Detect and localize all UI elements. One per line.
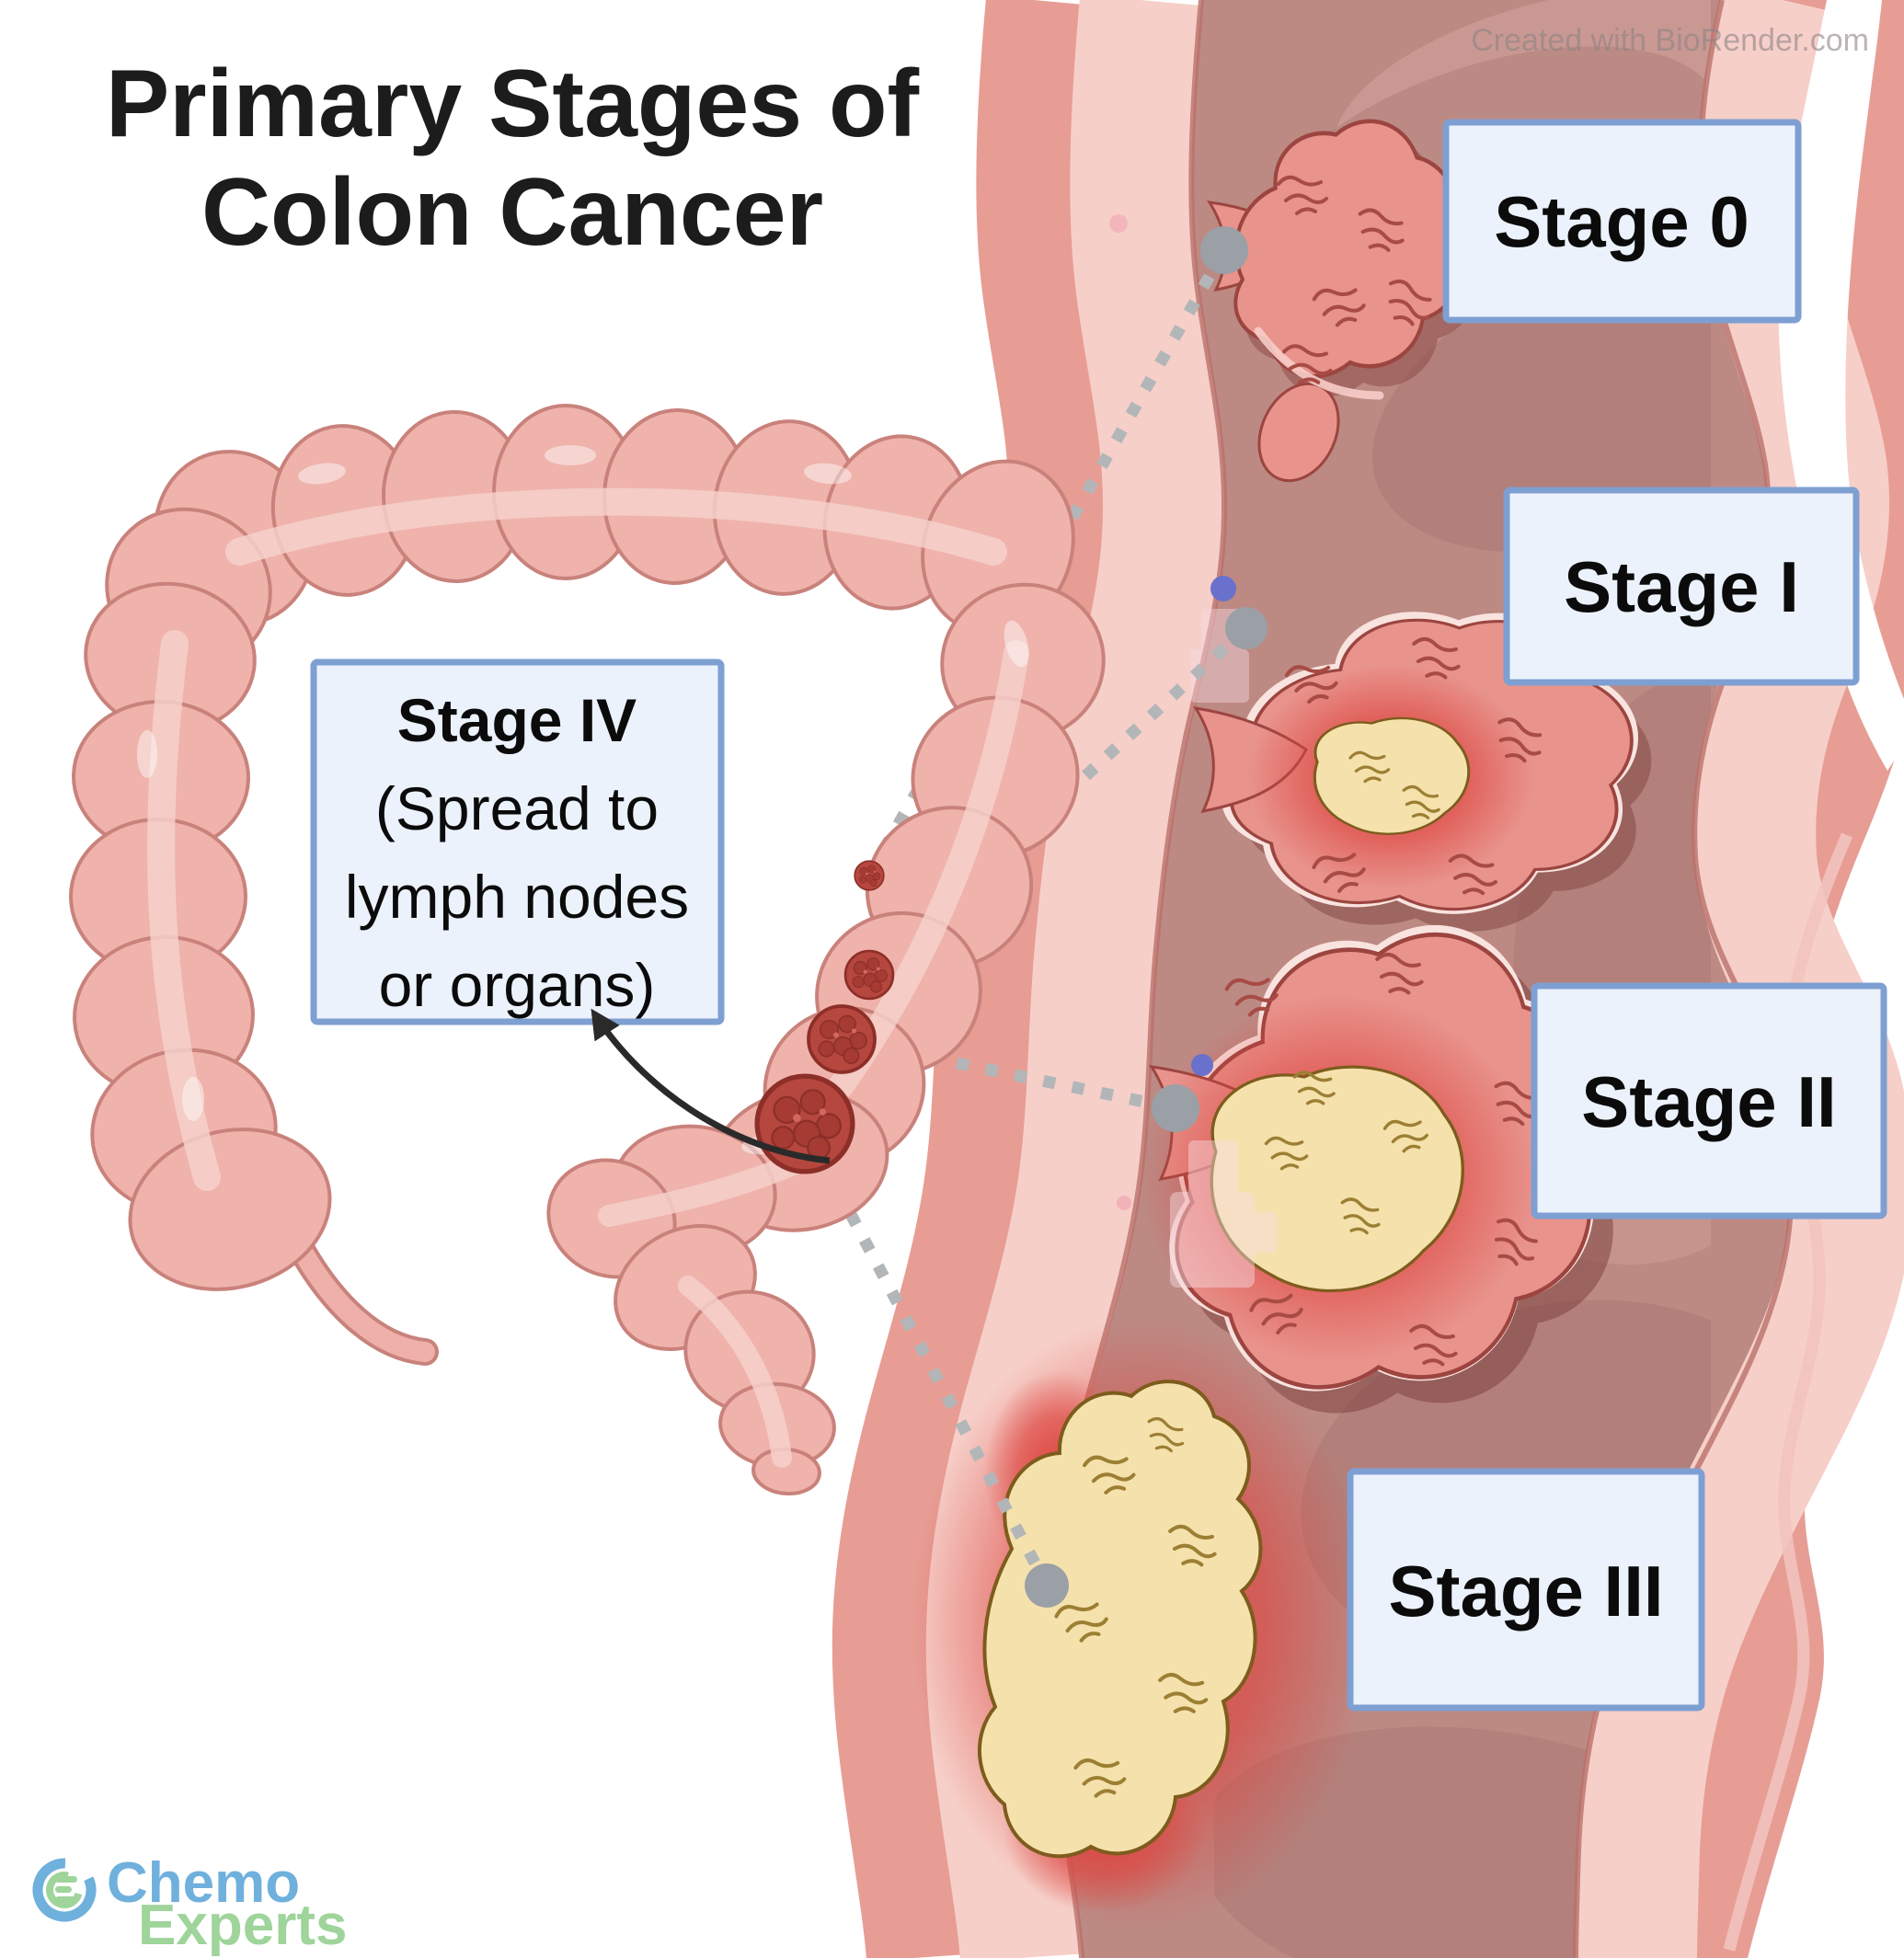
logo-text-experts: Experts <box>138 1894 347 1957</box>
chemoexperts-logo-icon <box>32 1858 97 1922</box>
stage-4-label-box: Stage IV (Spread to lymph nodes or organ… <box>310 658 725 1025</box>
colon-wall-cross-section <box>832 0 1904 1958</box>
colon-highlight-bands <box>147 487 1029 1468</box>
left-wall-outer <box>832 0 1106 1958</box>
stage-2-label: Stage II <box>1581 1061 1836 1142</box>
right-wall-highlight-band <box>1778 0 1904 771</box>
stage-4-label-line3: lymph nodes <box>345 863 689 931</box>
stage-1-label: Stage I <box>1564 546 1799 627</box>
stage-1-label-box: Stage I <box>1503 487 1860 686</box>
stage-1-polyp <box>1192 598 1662 941</box>
stage-0-label-box: Stage 0 <box>1442 119 1802 324</box>
page-title-line2: Colon Cancer <box>201 159 823 266</box>
gray-dot-stage2 <box>1152 1084 1199 1132</box>
gray-dot-stage3 <box>1025 1563 1069 1608</box>
stage-3-tumor <box>911 1320 1371 1927</box>
chemoexperts-logo: Chemo Experts <box>32 1851 347 1957</box>
appendix <box>284 1227 435 1362</box>
purple-dot-stage1 <box>1210 576 1236 601</box>
stage-2-label-box: Stage II <box>1531 982 1887 1219</box>
stage-4-label-line1: Stage IV <box>397 686 637 754</box>
connector-dots <box>1025 214 1267 1608</box>
colon-illustration <box>69 404 1106 1496</box>
stage-0-label: Stage 0 <box>1494 181 1749 262</box>
tumor-spot-1 <box>854 860 885 891</box>
stage-3-label: Stage III <box>1388 1551 1663 1632</box>
tumor-spot-2 <box>843 949 895 1001</box>
tumor-spot-3 <box>807 1004 877 1074</box>
dashed-line-stage3 <box>804 1132 1052 1589</box>
title: Primary Stages of Colon Cancer <box>106 51 920 266</box>
stage-4-label-line2: (Spread to <box>375 774 659 842</box>
pink-dot-stage0 <box>1109 214 1128 233</box>
gray-dot-stage1 <box>1225 607 1267 649</box>
stage-3-label-box: Stage III <box>1347 1468 1705 1712</box>
pink-dot-stage2 <box>1117 1196 1131 1210</box>
gray-dot-stage0 <box>1200 226 1248 274</box>
stage-4-arrow <box>591 1008 831 1164</box>
logo-text-chemo: Chemo <box>107 1851 300 1915</box>
stage-4-label-line4: or organs) <box>379 951 656 1019</box>
purple-dot-stage2 <box>1191 1054 1213 1076</box>
biorender-credit: Created with BioRender.com <box>1471 23 1869 58</box>
lymph-vessel-structure-stage2 <box>1170 1140 1277 1288</box>
page-title-line1: Primary Stages of <box>106 51 920 157</box>
